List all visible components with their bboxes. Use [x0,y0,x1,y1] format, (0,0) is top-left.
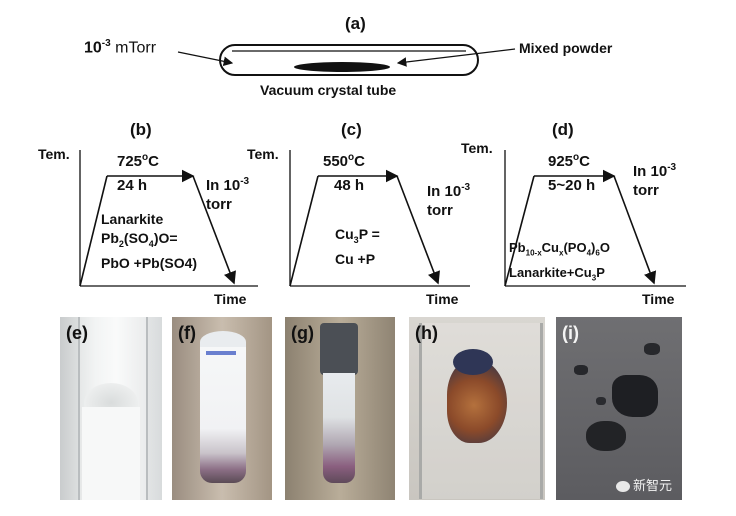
panel-d-x-label: Time [642,291,675,307]
powder-arrow [396,48,516,67]
panel-d-atmosphere: In 10-3 torr [633,162,677,199]
photo-f-sealed-tube: (f) [172,317,272,500]
panel-c-x-label: Time [426,291,459,307]
panel-b-temperature: 725oC [117,152,159,170]
mixed-powder-label: Mixed powder [519,40,613,56]
panel-d-reaction: Pb10-xCux(PO4)6O Lanarkite+Cu3P [509,240,610,283]
photo-e-label: (e) [66,323,88,343]
photo-f-label: (f) [178,323,196,343]
photo-h-label: (h) [415,323,438,343]
vacuum-tube-caption: Vacuum crystal tube [260,82,397,98]
panel-a-label: (a) [345,14,366,33]
panel-b-x-label: Time [214,291,247,307]
panel-c-y-label: Tem. [247,146,279,162]
photo-h-crystal-vial: (h) [409,317,545,500]
photo-i-fragments: (i) 新智元 [556,317,682,500]
panel-b-reaction: Lanarkite Pb2(SO4)O= PbO +Pb(SO4) [101,211,198,271]
pressure-arrow [177,51,234,67]
panel-d-label: (d) [552,120,574,139]
panel-d-temperature: 925oC [548,152,590,170]
photo-i-label: (i) [562,323,579,343]
photo-e-powder-tube: (e) [60,317,162,500]
panel-c-label: (c) [341,120,362,139]
panel-c-atmosphere: In 10-3 torr [427,182,471,219]
panel-b-label: (b) [130,120,152,139]
watermark: 新智元 [616,475,672,494]
panel-b-y-label: Tem. [38,146,70,162]
panel-b-atmosphere: In 10-3 torr [206,176,250,213]
panel-c-reaction: Cu3P = Cu +P [335,226,380,267]
panel-c-temperature: 550oC [323,152,365,170]
panel-c-duration: 48 h [334,177,365,194]
mixed-powder [294,62,390,72]
panel-d-y-label: Tem. [461,140,493,156]
panel-d-duration: 5~20 h [548,177,596,194]
pressure-label: 10-3 mTorr [84,38,157,57]
panel-b-duration: 24 h [117,177,148,194]
photo-g-label: (g) [291,323,314,343]
photo-g-sealed-tube: (g) [285,317,395,500]
wechat-icon [616,481,630,492]
